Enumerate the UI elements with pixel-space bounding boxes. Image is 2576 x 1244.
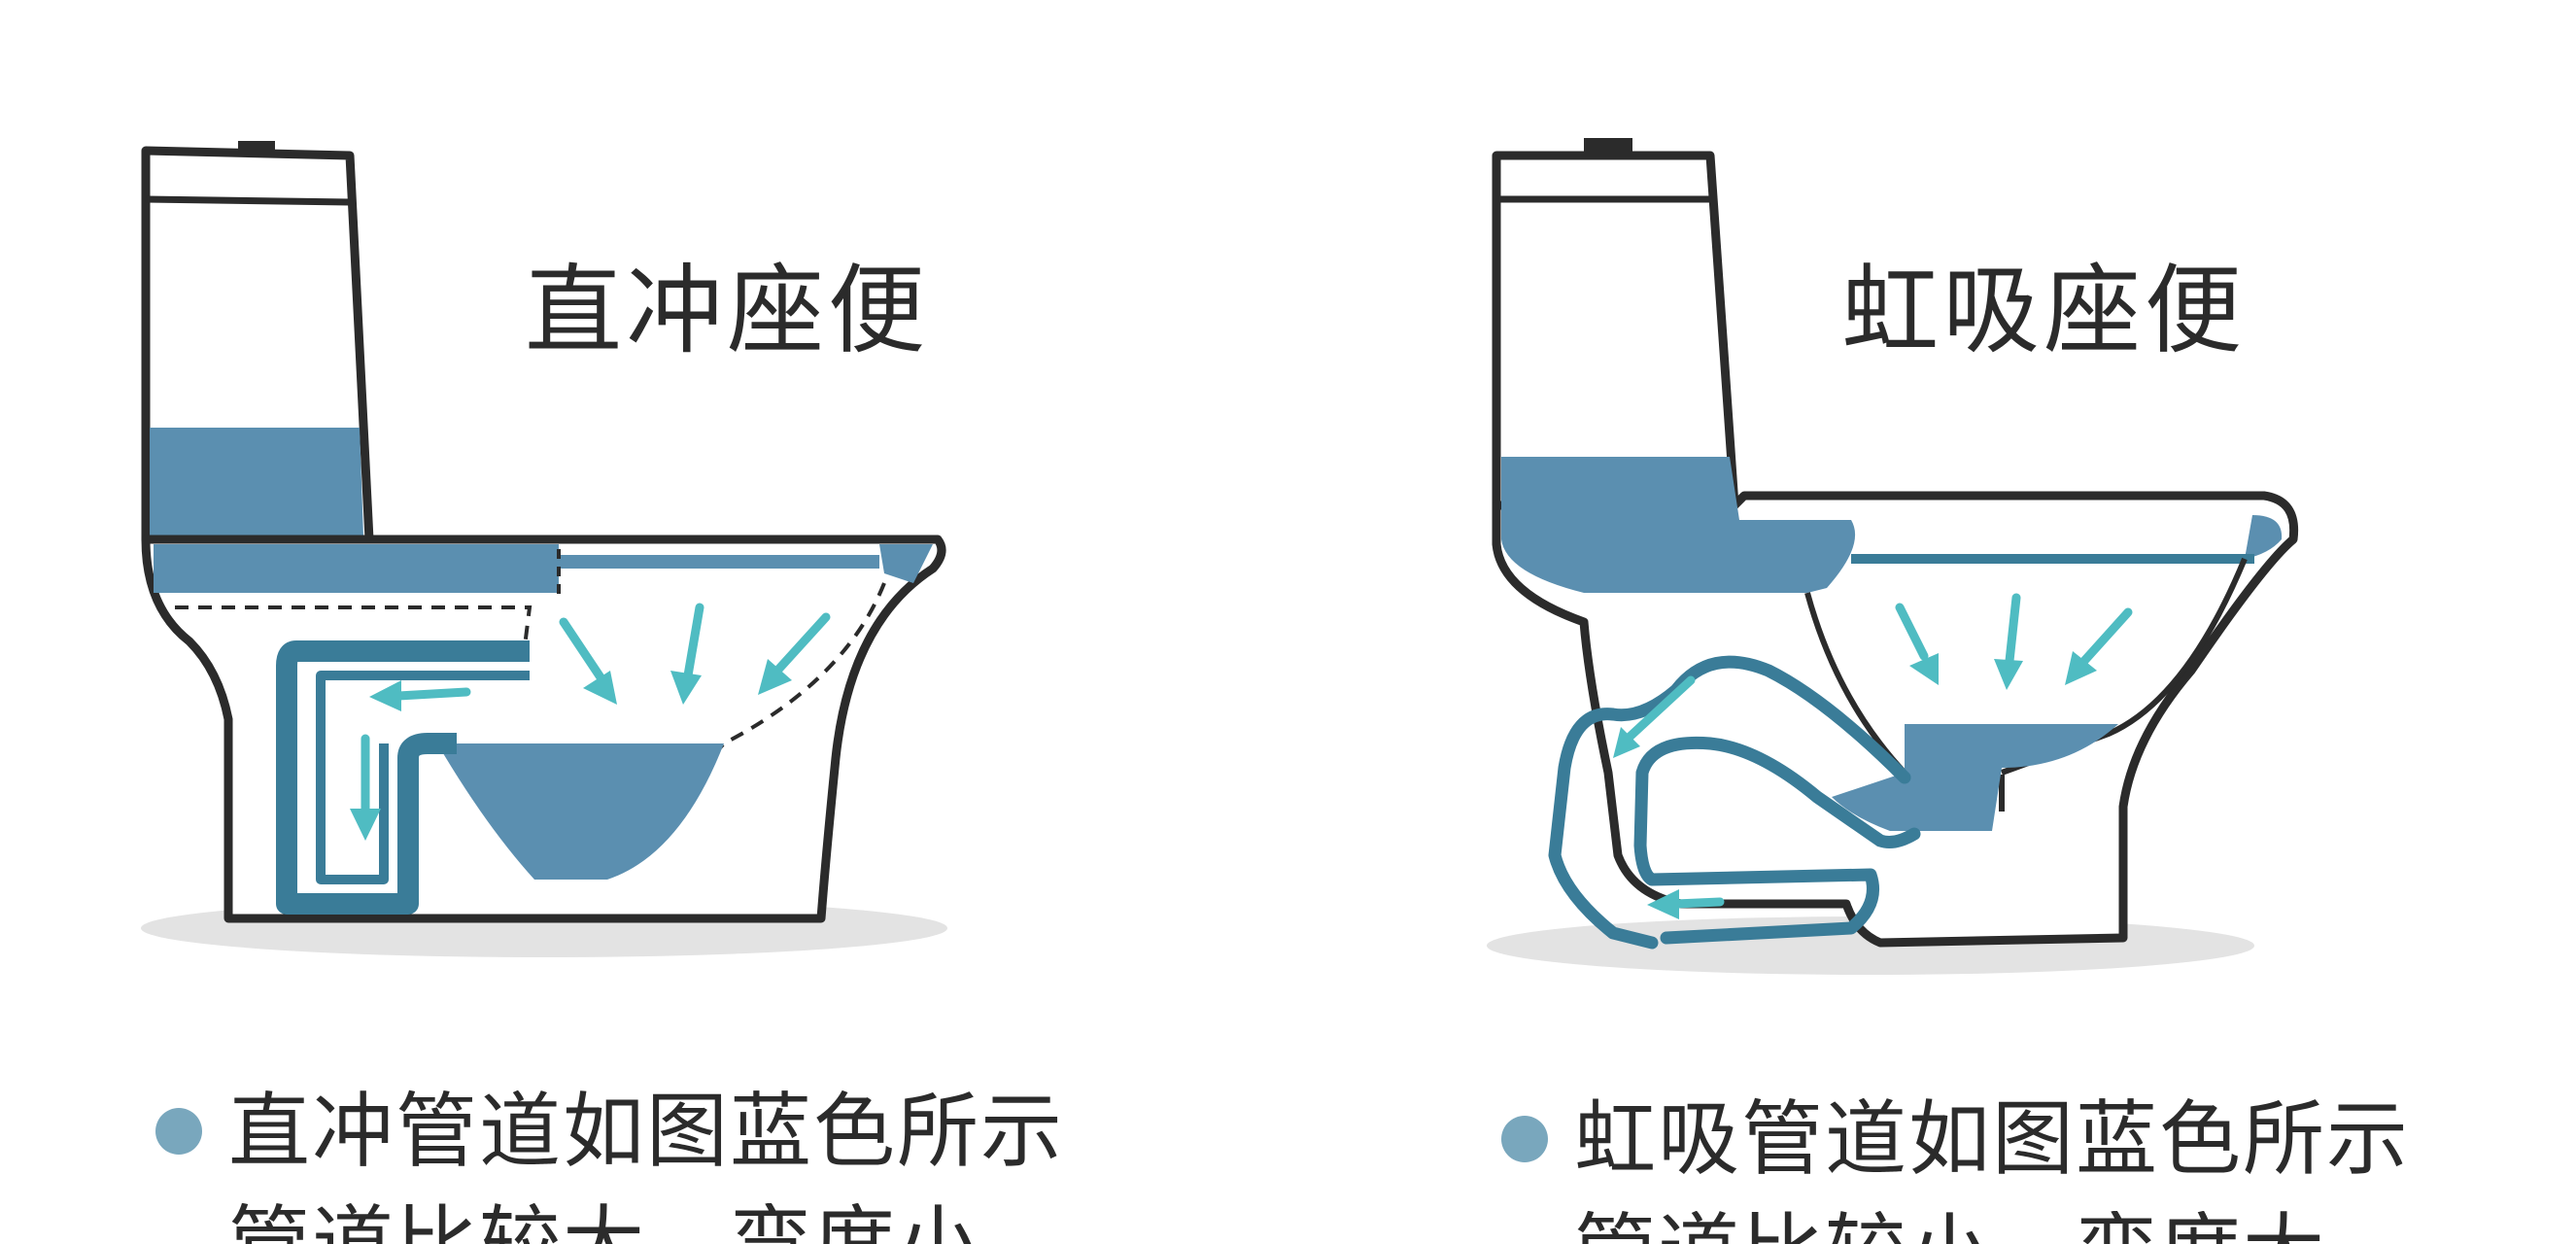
left-trapway: [276, 640, 530, 915]
right-caption: 虹吸管道如图蓝色所示: [1574, 1091, 2411, 1187]
left-caption: 直冲管道如图蓝色所示: [228, 1084, 1065, 1179]
left-rim-water-right: [879, 544, 933, 583]
right-bullet: [1501, 1116, 1548, 1162]
right-tank: [1492, 151, 1739, 510]
left-tank-water: [150, 428, 363, 536]
right-caption-line2: 管道比较小，弯度大: [1574, 1211, 2326, 1244]
left-bowl-body: [141, 535, 946, 923]
left-trapway-inner: [316, 671, 530, 884]
left-tank-lid-line: [145, 195, 351, 206]
left-flush-button: [238, 141, 275, 153]
left-rim-water: [154, 544, 559, 593]
left-caption-line2-text: 管道比较大，弯度小: [228, 1203, 980, 1244]
left-title: 直冲座便: [525, 254, 929, 367]
right-bowl-body: [1492, 491, 2299, 948]
right-title: 虹吸座便: [1841, 254, 2246, 367]
right-flush-button: [1584, 138, 1632, 152]
left-bullet: [155, 1108, 202, 1155]
left-caption-line2: 管道比较大，弯度小: [228, 1203, 980, 1244]
right-trapway: [1548, 655, 1921, 950]
left-dashed-outer: [601, 582, 886, 881]
right-bowl-water: [1832, 724, 2118, 831]
right-rim-water: [2245, 515, 2283, 559]
right-tank-water: [1501, 457, 1856, 593]
right-caption-line2-text: 管道比较小，弯度大: [1574, 1211, 2326, 1244]
left-bowl-water: [437, 743, 724, 880]
left-dashed-bowl: [175, 605, 532, 647]
right-flow-arrows: [1613, 593, 2133, 919]
right-bowl-outline: [2000, 557, 2248, 776]
left-flow-arrows: [350, 603, 831, 841]
